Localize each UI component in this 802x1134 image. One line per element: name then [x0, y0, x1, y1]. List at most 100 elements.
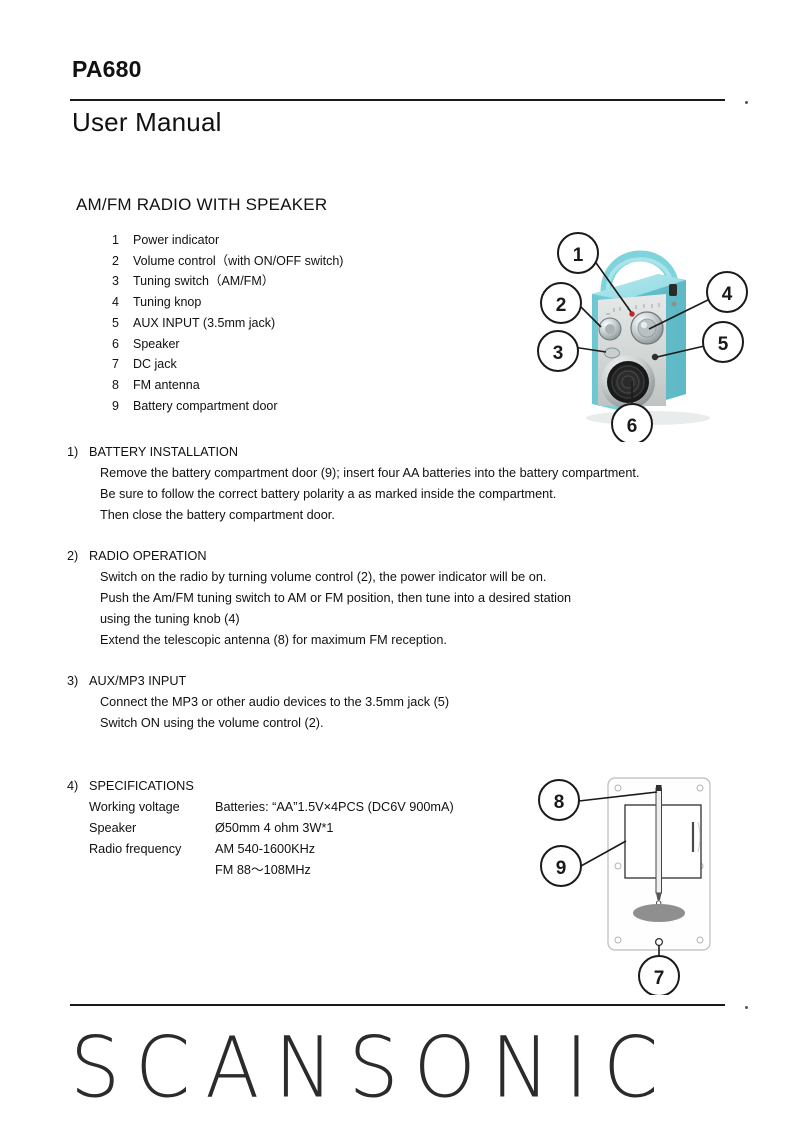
section-radio-operation: 2)RADIO OPERATION Switch on the radio by… [67, 546, 571, 651]
spec-value: Batteries: “AA”1.5V×4PCS (DC6V 900mA) [215, 800, 454, 814]
callout-2: 2 [540, 282, 582, 324]
section-line: Switch on the radio by turning volume co… [100, 570, 547, 584]
section-heading: 3)AUX/MP3 INPUT [67, 671, 449, 692]
section-line: Connect the MP3 or other audio devices t… [100, 695, 450, 709]
part-number: 1 [112, 233, 119, 247]
section-line: Be sure to follow the correct battery po… [100, 487, 557, 501]
callout-label: 8 [554, 792, 565, 813]
callout-label: 9 [556, 858, 567, 879]
fm-antenna-tip [656, 785, 662, 791]
leader-line-9 [580, 840, 627, 867]
spec-key [89, 860, 215, 881]
callout-label: 6 [627, 416, 638, 437]
product-heading: AM/FM RADIO WITH SPEAKER [76, 195, 328, 214]
section-line: Extend the telescopic antenna (8) for ma… [100, 633, 447, 647]
table-row: Speaker Ø50mm 4 ohm 3W*1 [89, 818, 454, 839]
cabinet-top-face [592, 274, 686, 300]
speaker-dust-cap [621, 375, 635, 389]
list-item: 2 Volume control（with ON/OFF switch) [112, 251, 343, 272]
callout-label: 3 [553, 343, 564, 364]
spec-value: FM 88～108MHz [215, 863, 311, 877]
part-number: 9 [112, 398, 119, 413]
part-label: FM antenna [133, 377, 200, 392]
list-item: 5 AUX INPUT (3.5mm jack) [112, 313, 343, 334]
table-row: Working voltage Batteries: “AA”1.5V×4PCS… [89, 797, 454, 818]
volume-knob-center [605, 324, 615, 334]
list-item: 3 Tuning switch（AM/FM） [112, 271, 343, 292]
part-number: 4 [112, 295, 119, 310]
screw-top-left [614, 784, 622, 792]
tuning-knob-inner [637, 318, 657, 338]
rear-label-oval [633, 904, 685, 922]
battery-door-edge [697, 821, 701, 853]
part-number: 2 [112, 253, 119, 268]
scan-artifact-dot-top [745, 101, 748, 104]
callout-label: 1 [573, 245, 584, 266]
specifications-table: Working voltage Batteries: “AA”1.5V×4PCS… [89, 797, 454, 881]
callout-label: 4 [722, 284, 733, 305]
part-label: Power indicator [133, 233, 220, 247]
section-line: Then close the battery compartment door. [100, 508, 335, 522]
callout-7: 7 [638, 955, 680, 997]
table-row: FM 88～108MHz [89, 860, 454, 881]
callout-label: 7 [654, 968, 665, 989]
table-row: Radio frequency AM 540-1600KHz [89, 839, 454, 860]
callout-8: 8 [538, 779, 580, 821]
part-label: Speaker [133, 336, 180, 351]
screw-bottom-right [696, 936, 704, 944]
leader-line-4 [648, 295, 717, 330]
section-heading: 2)RADIO OPERATION [67, 546, 571, 567]
tuning-knob-highlight [640, 321, 648, 329]
list-item: 9 Battery compartment door [112, 396, 343, 417]
part-number: 8 [112, 377, 119, 392]
spec-value: Ø50mm 4 ohm 3W*1 [215, 821, 334, 835]
part-number: 6 [112, 336, 119, 351]
list-item: 8 FM antenna [112, 375, 343, 396]
power-indicator-led [629, 311, 635, 317]
screw-bottom-left [614, 936, 622, 944]
screw-mid-left [614, 862, 622, 870]
speaker-ring-mid [616, 370, 640, 394]
battery-compartment-door [624, 804, 702, 879]
list-item: 1 Power indicator [112, 230, 343, 251]
handle-screw-right [671, 301, 677, 307]
rear-view-figure: 8 9 7 [530, 770, 770, 1000]
part-number: 7 [112, 357, 119, 372]
aux-input-jack [651, 353, 659, 361]
section-number: 4) [67, 779, 79, 793]
part-label: Battery compartment door [133, 398, 278, 413]
section-heading: 4) SPECIFICATIONS [67, 776, 454, 797]
section-line: Remove the battery compartment door (9);… [100, 466, 640, 480]
dial-scale-marks [606, 303, 660, 320]
section-aux-mp3-input: 3)AUX/MP3 INPUT Connect the MP3 or other… [67, 671, 449, 734]
carry-handle-highlight [606, 257, 674, 290]
leader-line-1 [593, 259, 632, 313]
fm-antenna-base [656, 893, 662, 900]
footer-divider [70, 1004, 725, 1006]
parts-list: 1 Power indicator 2 Volume control（with … [112, 230, 343, 416]
section-line: using the tuning knob (4) [100, 612, 240, 626]
section-number: 1) [67, 445, 79, 459]
screw-top-right [696, 784, 704, 792]
section-specifications: 4) SPECIFICATIONS Working voltage Batteri… [67, 776, 454, 881]
spec-key: Speaker [89, 821, 137, 835]
spec-key: Radio frequency [89, 842, 182, 856]
section-number: 3) [67, 674, 79, 688]
tuning-switch [604, 347, 620, 359]
part-label: Volume control（with ON/OFF switch) [133, 253, 344, 268]
page-title: User Manual [72, 107, 222, 137]
scan-artifact-dot-bottom [745, 1006, 748, 1009]
spec-value: AM 540-1600KHz [215, 842, 316, 856]
part-number: 3 [112, 274, 119, 289]
callout-6: 6 [611, 403, 653, 445]
part-number: 5 [112, 315, 119, 330]
brand-logo: SCANSONIC [70, 1019, 674, 1117]
section-title: SPECIFICATIONS [89, 779, 194, 793]
section-line: Switch ON using the volume control (2). [100, 716, 324, 730]
list-item: 7 DC jack [112, 354, 343, 375]
speaker-ring-outer [611, 365, 645, 399]
section-line: Push the Am/FM tuning switch to AM or FM… [100, 591, 572, 605]
callout-3: 3 [537, 330, 579, 372]
callout-1: 1 [557, 232, 599, 274]
